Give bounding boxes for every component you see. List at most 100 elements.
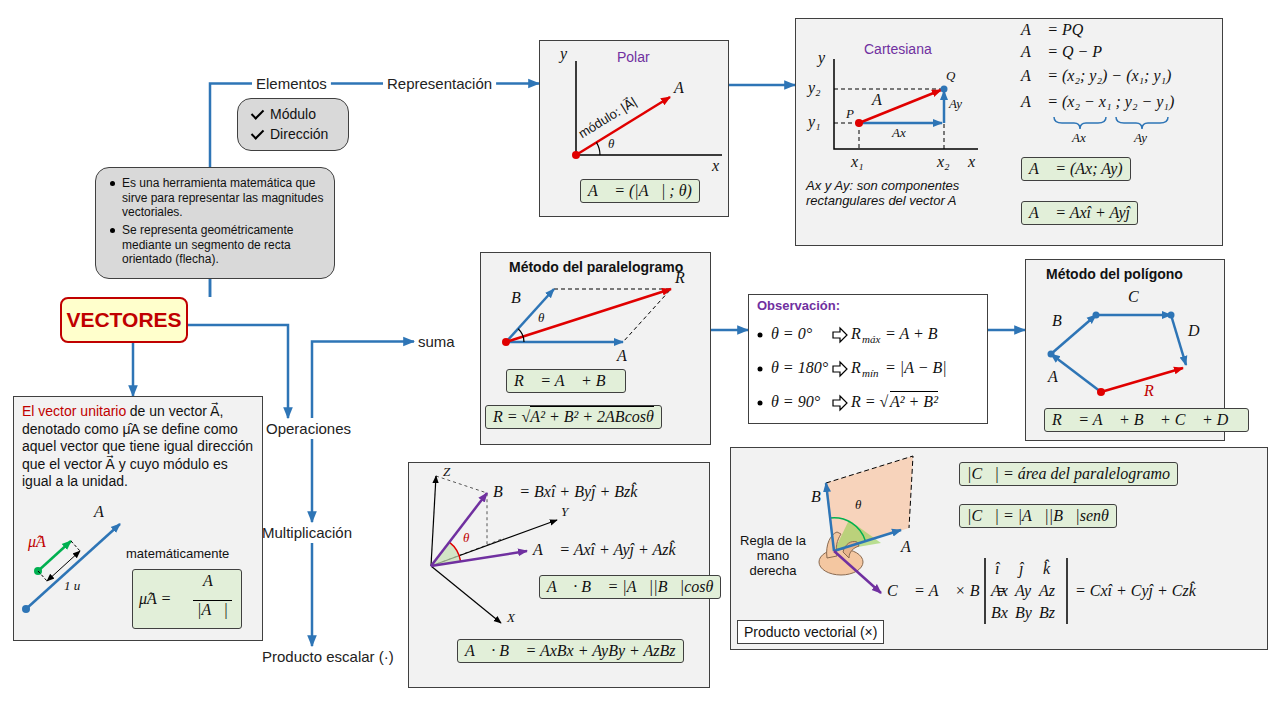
paragraph-text: El vector unitario [22, 403, 126, 419]
text-label: A⃗ [872, 91, 894, 109]
text-label: θ [538, 311, 544, 326]
text-label: mín [862, 367, 879, 380]
text-label: Az [1039, 582, 1055, 600]
node-text: A⃗ = Axî + Ayĵ [1029, 204, 1130, 221]
text-label: x₂ [937, 153, 950, 171]
connector-arrow [132, 343, 135, 396]
text-label: A⃗ = PQ⃗ [1021, 21, 1096, 39]
line-shape [1101, 368, 1183, 392]
text-label: Regla de la mano derecha [733, 534, 813, 579]
circle-shape [941, 86, 948, 93]
text-label: y [818, 49, 825, 67]
text-label: A⃗ = (x₂ − x₁ ; y₂ − y₁) [1021, 93, 1174, 111]
text-label: Q [946, 69, 955, 84]
circle-shape [1048, 351, 1055, 358]
branch-label: suma [418, 333, 455, 350]
text-label: x [968, 153, 975, 171]
connector-arrow [496, 82, 539, 85]
branch-label: Representación [387, 75, 492, 92]
text-label: Método del polígono [1046, 266, 1183, 282]
node-text: A⃗ · B⃗ = |A⃗||B⃗|cosθ [547, 578, 713, 595]
formula-box: A⃗ · B⃗ = |A⃗||B⃗|cosθ [539, 575, 721, 599]
node-text: A⃗ = (Ax; Ay) [1029, 160, 1123, 177]
line-shape [943, 91, 946, 123]
circle-shape [758, 401, 763, 406]
text-label: = Cxî + Cyĵ + Czk̂ [1075, 582, 1196, 600]
node-text: suma [418, 333, 455, 350]
formula-box: A⃗ = Axî + Ayĵ [1021, 201, 1138, 225]
line-shape [431, 566, 501, 623]
path-shape [576, 61, 722, 155]
text-label: matemáticamente [126, 547, 229, 562]
line-shape [431, 476, 436, 566]
text-label: B⃗ = Bxî + Byĵ + Bzk̂ [493, 483, 637, 501]
circle-shape [572, 151, 580, 159]
text-label: C⃗ [1128, 288, 1151, 306]
circle-shape [1097, 388, 1105, 396]
text-label: î [995, 560, 999, 578]
text-label: 1 u [64, 579, 80, 594]
text-label: θ = 180° [771, 359, 828, 377]
connector-arrow [311, 543, 314, 646]
circle-shape [855, 119, 863, 127]
text-label: A⃗ [203, 572, 225, 590]
path-shape [518, 329, 524, 342]
connector-arrow [331, 82, 383, 85]
path-shape [826, 456, 913, 528]
text-label: R [851, 325, 861, 343]
definition-box: Es una herramienta matemática que sirve … [95, 167, 335, 279]
cross-product-panel: B⃗θA⃗Regla de la mano derechaC⃗ = A⃗ × B… [730, 447, 1268, 650]
line-shape [47, 551, 80, 581]
connector-arrow [988, 329, 1025, 332]
text-label: Ax [892, 126, 906, 141]
text-label: Polar [617, 49, 650, 65]
formula-box: |C⃗| = |A⃗||B⃗|senθ [959, 504, 1117, 528]
text-label: Ay [1134, 131, 1147, 146]
text-label: P [846, 107, 854, 122]
text-label: A⃗ [94, 503, 116, 521]
line-shape [1096, 314, 1171, 317]
node-text: R⃗ = A⃗ + B⃗ + C⃗ + D⃗ [1052, 411, 1241, 428]
text-label: A⃗ [674, 79, 696, 97]
text-label: ĵ [1019, 560, 1023, 578]
connector-arrow [312, 342, 414, 419]
node-text: Dirección [248, 125, 338, 145]
note-box: Observación:θ = 0°Rmáx= A + Bθ = 180°Rmí… [748, 294, 988, 424]
dot-product-panel: ZB⃗ = Bxî + Byĵ + Bzk̂YθA⃗ = Axî + Ayĵ +… [408, 462, 710, 688]
text-label: C⃗ = A⃗ × B⃗ = [887, 582, 1007, 600]
node-text: A⃗ · B⃗ = AxBx + AyBy + AzBz [465, 642, 676, 659]
text-label: R = √ [851, 393, 888, 411]
text-label: = |A − B| [885, 359, 947, 377]
path-shape [985, 558, 1067, 624]
text-label: A⃗ = (x₂; y₂) − (x₁; y₁) [1021, 67, 1171, 85]
text-label: A⃗ = Q − P [1021, 43, 1102, 61]
text-label: A² + B² [890, 391, 938, 411]
node-text: A² + B² + 2ABcosθ [530, 406, 653, 425]
unit-vector-panel: El vector unitariode un vector A⃗, denot… [13, 396, 263, 641]
path-shape [449, 542, 460, 561]
text-label: Ax y Ay: son componentes rectangulares d… [806, 179, 1011, 209]
node-text: Elementos [256, 75, 327, 92]
path-shape [834, 59, 978, 149]
text-label: R [851, 359, 861, 377]
formula-box: |C⃗| = área del paralelogramo [959, 462, 1178, 486]
circle-shape [758, 367, 763, 372]
node-text: Operaciones [266, 420, 351, 437]
main-concept: VECTORES [60, 297, 188, 343]
line-shape [859, 90, 941, 123]
text-label: Cartesiana [864, 41, 932, 57]
text-label: R⃗ [675, 269, 697, 287]
connector-arrow [729, 84, 795, 87]
line-shape [26, 524, 120, 609]
path-shape [833, 362, 847, 376]
text-label: θ [855, 498, 861, 513]
elements-box: MóduloDirección [237, 98, 349, 151]
text-label: Z [443, 465, 450, 480]
cartesian-figure [796, 19, 1224, 247]
node-text: |C⃗| = |A⃗||B⃗|senθ [967, 507, 1109, 524]
text-label: X [507, 611, 515, 626]
text-label: Observación: [757, 299, 840, 314]
text-label: θ = 0° [771, 325, 812, 343]
node-text: Módulo [248, 105, 338, 125]
